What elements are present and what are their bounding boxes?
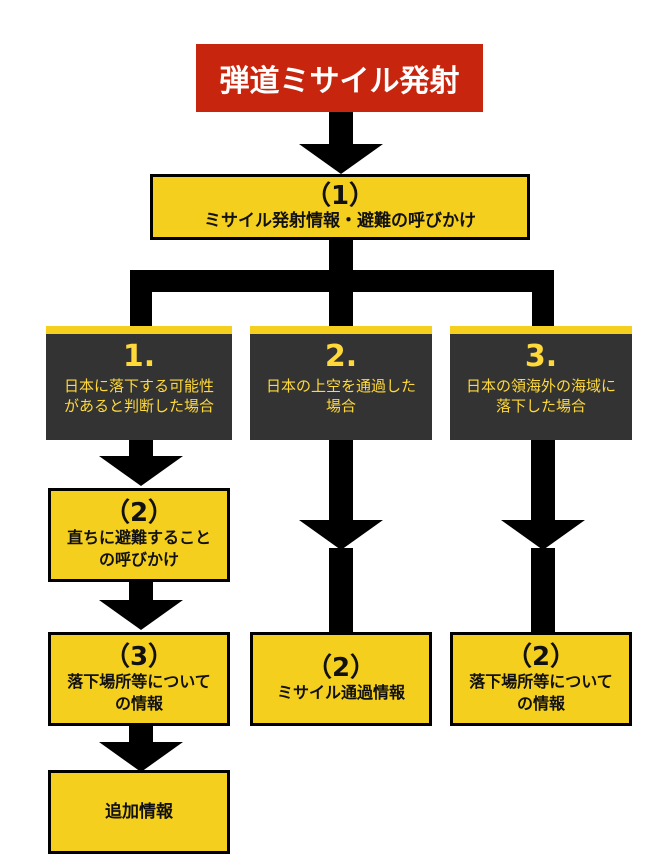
arrow-step1	[299, 144, 383, 174]
connector-step3-extra	[129, 726, 153, 742]
connector-case3	[532, 270, 554, 326]
case-1-box: 1. 日本に落下する可能性があると判断した場合	[46, 326, 232, 440]
connector-case2-step	[329, 440, 353, 522]
step1-number: （1）	[304, 181, 376, 211]
connector-case1	[130, 270, 152, 326]
case-1-label: 日本に落下する可能性があると判断した場合	[63, 377, 214, 415]
case-1-number: 1.	[122, 339, 156, 374]
arrow-right	[501, 520, 585, 550]
case-2-box: 2. 日本の上空を通過した場合	[250, 326, 432, 440]
middle-step-box: （2） ミサイル通過情報	[250, 632, 432, 726]
left-step3-label: 落下場所等についての情報	[67, 672, 211, 713]
connector-case3-step	[531, 440, 555, 522]
connector-right-end	[531, 548, 555, 632]
arrow-left-step2	[99, 456, 183, 486]
connector-case2	[329, 270, 353, 326]
connector-title-step1	[329, 112, 353, 144]
connector-middle-end	[329, 548, 353, 632]
connector-step2-step3	[129, 582, 153, 600]
left-extra-label: 追加情報	[105, 802, 173, 822]
left-step3-number: （3）	[103, 642, 175, 672]
case-3-number: 3.	[524, 339, 558, 374]
arrow-left-step3	[99, 600, 183, 630]
right-step-label: 落下場所等についての情報	[469, 672, 613, 713]
step1-label: ミサイル発射情報・避難の呼びかけ	[204, 211, 476, 231]
right-step-box: （2） 落下場所等についての情報	[450, 632, 632, 726]
left-step2-label: 直ちに避難することの呼びかけ	[66, 528, 211, 569]
middle-step-number: （2）	[305, 653, 377, 683]
left-step2-number: （2）	[103, 498, 175, 528]
case-3-label: 日本の領海外の海域に落下した場合	[466, 377, 617, 415]
title-box: 弾道ミサイル発射	[196, 44, 483, 112]
left-step2-box: （2） 直ちに避難することの呼びかけ	[48, 488, 230, 582]
left-extra-box: 追加情報	[48, 770, 230, 854]
arrow-middle	[299, 520, 383, 550]
step1-box: （1） ミサイル発射情報・避難の呼びかけ	[150, 174, 530, 240]
right-step-number: （2）	[505, 642, 577, 672]
title-text: 弾道ミサイル発射	[219, 64, 460, 99]
arrow-left-extra	[99, 742, 183, 772]
connector-case1-step2	[129, 440, 153, 456]
case-3-box: 3. 日本の領海外の海域に落下した場合	[450, 326, 632, 440]
case-2-label: 日本の上空を通過した場合	[266, 377, 417, 415]
left-step3-box: （3） 落下場所等についての情報	[48, 632, 230, 726]
middle-step-label: ミサイル通過情報	[276, 683, 405, 702]
case-2-number: 2.	[324, 339, 358, 374]
